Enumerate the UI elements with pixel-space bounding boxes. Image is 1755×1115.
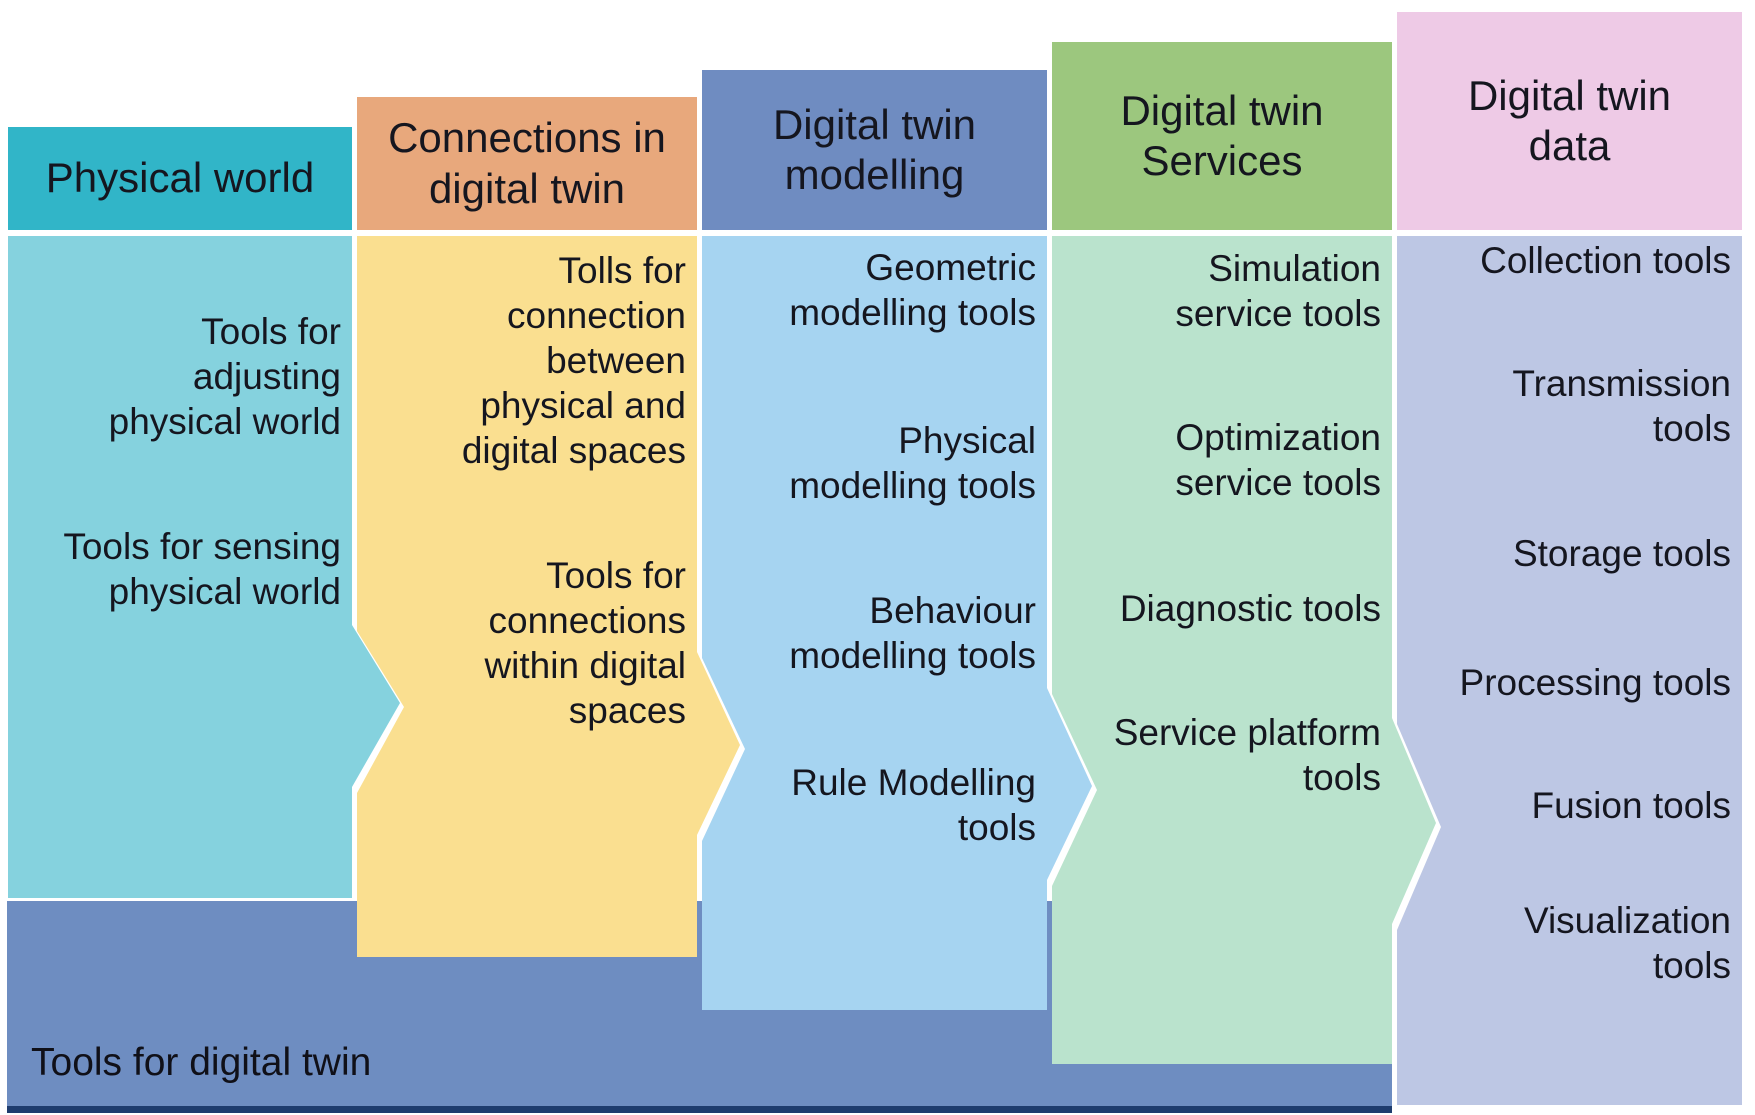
- column-item-digital-twin-services-3: Service platform tools: [1113, 712, 1381, 798]
- column-item-digital-twin-data-2: Storage tools: [1512, 533, 1731, 574]
- column-item-digital-twin-data-4: Fusion tools: [1531, 785, 1732, 826]
- column-item-digital-twin-data-5: Visualization tools: [1523, 900, 1731, 986]
- column-header-physical-world: Physical world: [8, 127, 352, 230]
- footer-label: Tools for digital twin: [31, 1041, 372, 1084]
- column-header-connections-in-digital-twin: Connections in digital twin: [357, 97, 697, 230]
- column-item-physical-world-0: Tools for adjusting physical world: [108, 311, 341, 442]
- column-item-digital-twin-data-1: Transmission tools: [1512, 363, 1731, 449]
- column-item-digital-twin-modelling-0: Geometric modelling tools: [789, 247, 1036, 333]
- column-item-digital-twin-modelling-3: Rule Modelling tools: [791, 762, 1036, 848]
- column-item-digital-twin-services-2: Diagnostic tools: [1119, 588, 1381, 629]
- column-item-connections-in-digital-twin-1: Tools for connections within digital spa…: [484, 555, 686, 731]
- column-item-digital-twin-modelling-1: Physical modelling tools: [789, 420, 1036, 506]
- column-item-digital-twin-services-0: Simulation service tools: [1175, 248, 1381, 334]
- column-item-digital-twin-data-0: Collection tools: [1480, 240, 1731, 281]
- column-header-digital-twin-modelling: Digital twin modelling: [702, 70, 1047, 230]
- column-item-connections-in-digital-twin-0: Tolls for connection between physical an…: [461, 250, 686, 471]
- column-item-digital-twin-data-3: Processing tools: [1459, 662, 1731, 703]
- column-header-digital-twin-services: Digital twin Services: [1052, 42, 1392, 230]
- column-item-digital-twin-services-1: Optimization service tools: [1175, 417, 1381, 503]
- footer-accent-line: [7, 1106, 1392, 1113]
- column-header-digital-twin-data: Digital twin data: [1397, 12, 1742, 230]
- column-item-physical-world-1: Tools for sensing physical world: [63, 526, 341, 612]
- column-item-digital-twin-modelling-2: Behaviour modelling tools: [789, 590, 1036, 676]
